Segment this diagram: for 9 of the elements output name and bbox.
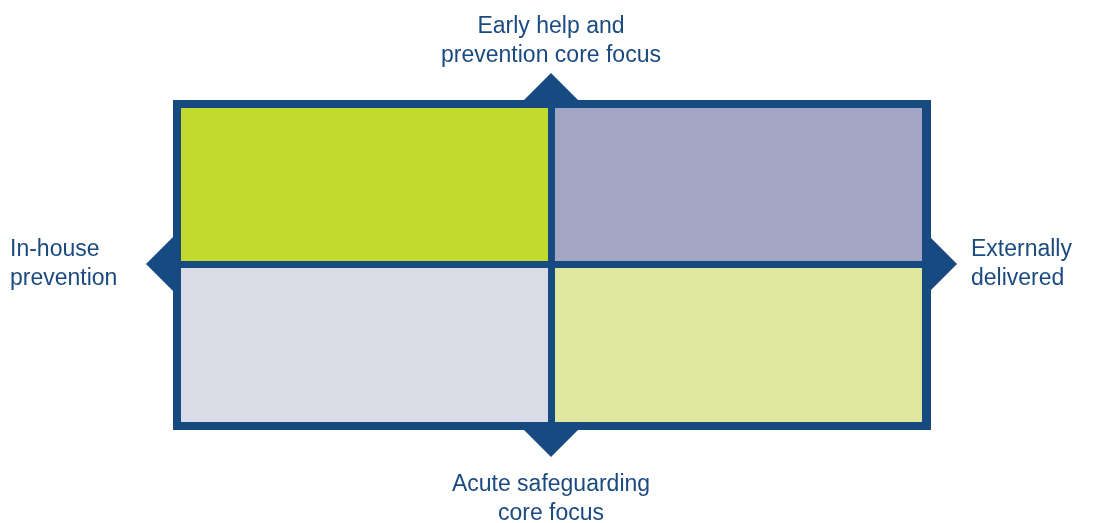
axis-label: Acute safeguarding core focus xyxy=(450,469,652,523)
quadrant-frame xyxy=(173,100,931,430)
axis-label: Externally delivered xyxy=(971,234,1073,292)
quadrant xyxy=(181,268,548,422)
axis-label: Early help and prevention core focus xyxy=(440,11,662,69)
axis-label: In-house prevention xyxy=(10,234,119,292)
quadrant xyxy=(555,108,922,261)
quadrant xyxy=(555,268,922,422)
quadrant xyxy=(181,108,548,261)
